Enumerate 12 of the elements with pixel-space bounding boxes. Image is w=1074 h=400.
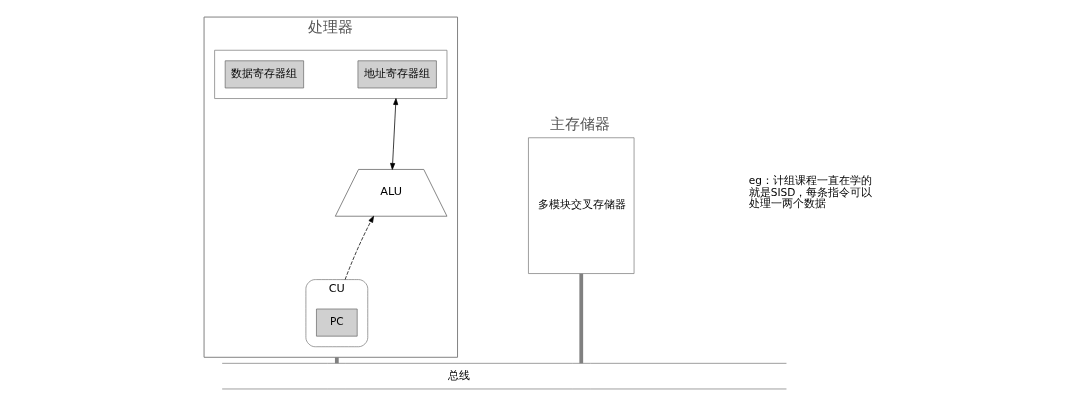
connector: [334, 357, 339, 364]
arrow: [389, 98, 398, 170]
node-label: 主存储器: [549, 114, 610, 133]
node-box: 多模块交叉存储器: [527, 137, 634, 274]
node-text: 总线: [447, 368, 470, 381]
label: eg：计组课程一直在学的就是SISD，每条指令可以处理一两个数据: [748, 174, 872, 209]
node-box: 地址寄存器组: [357, 60, 437, 89]
connector: [578, 273, 583, 364]
arrow: [344, 215, 374, 280]
cluster: [213, 49, 447, 99]
node-box: 数据寄存器组: [224, 60, 304, 89]
node-box: PC: [315, 308, 358, 337]
